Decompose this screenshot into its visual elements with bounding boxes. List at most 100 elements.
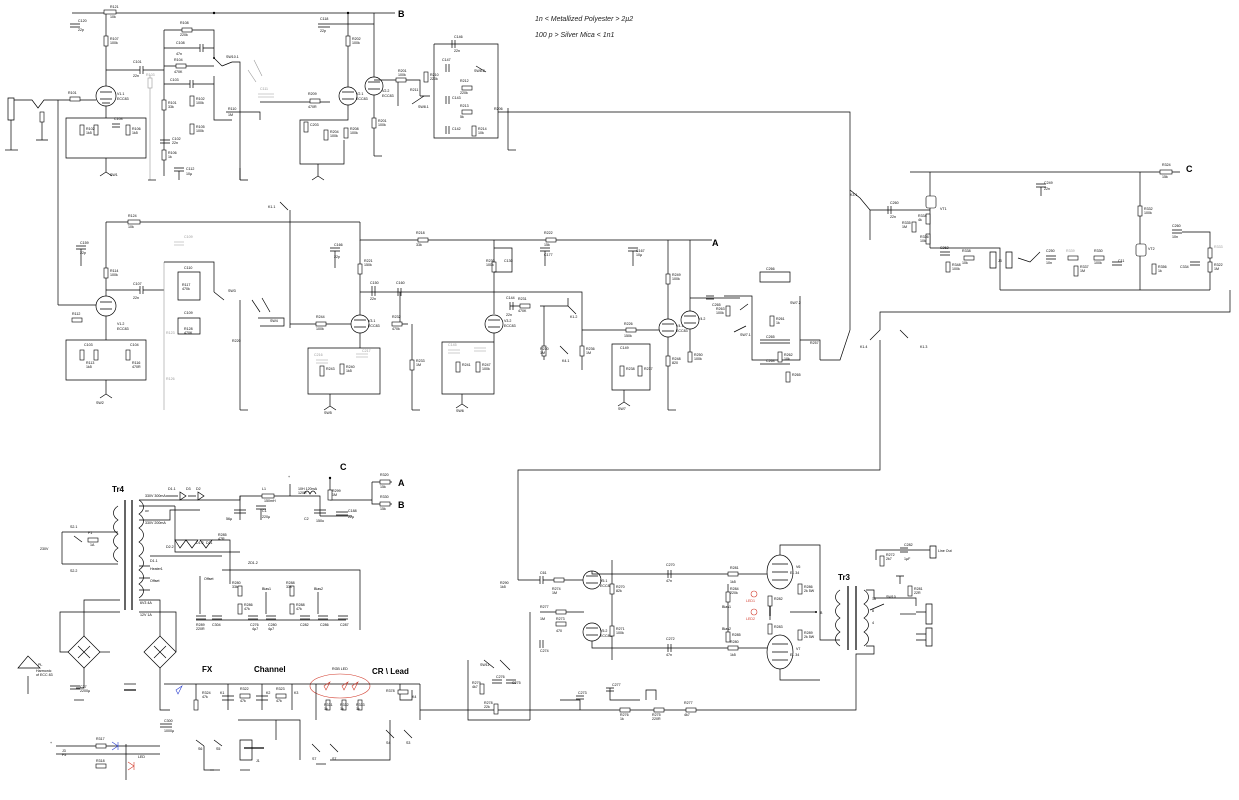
bias2-label: Bias2 bbox=[314, 587, 323, 591]
capacitor-note-polyester: 1n < Metallized Polyester > 2µ2 bbox=[535, 16, 633, 23]
svg-text:S7: S7 bbox=[332, 757, 336, 761]
svg-text:+: + bbox=[50, 741, 52, 745]
svg-text:R263: R263 bbox=[716, 307, 725, 311]
svg-text:100k: 100k bbox=[482, 367, 490, 371]
svg-text:100k: 100k bbox=[486, 263, 494, 267]
svg-text:470K: 470K bbox=[518, 309, 527, 313]
svg-text:SW3: SW3 bbox=[228, 289, 236, 293]
svg-text:C282: C282 bbox=[300, 623, 309, 627]
svg-text:1µF: 1µF bbox=[904, 557, 911, 561]
svg-text:C260: C260 bbox=[1172, 224, 1181, 228]
svg-text:4k7: 4k7 bbox=[472, 685, 478, 689]
svg-text:470R: 470R bbox=[132, 365, 141, 369]
svg-text:R124: R124 bbox=[128, 214, 137, 218]
svg-text:47n: 47n bbox=[176, 52, 182, 56]
svg-text:2200µ: 2200µ bbox=[80, 689, 90, 693]
svg-text:V2.1: V2.1 bbox=[356, 92, 363, 96]
svg-text:15k: 15k bbox=[1162, 175, 1168, 179]
svg-text:R102: R102 bbox=[196, 97, 205, 101]
svg-text:R220: R220 bbox=[232, 339, 241, 343]
svg-text:100k: 100k bbox=[378, 123, 386, 127]
svg-text:C147: C147 bbox=[442, 58, 451, 62]
svg-text:ECC83: ECC83 bbox=[382, 94, 394, 98]
svg-text:S7: S7 bbox=[312, 757, 316, 761]
svg-text:R244: R244 bbox=[316, 315, 325, 319]
svg-text:R277: R277 bbox=[684, 701, 693, 705]
svg-text:R283: R283 bbox=[774, 625, 783, 629]
svg-text:R285: R285 bbox=[218, 533, 227, 537]
node-label-b-top: B bbox=[398, 9, 405, 19]
svg-text:100k: 100k bbox=[952, 267, 960, 271]
svg-text:R280: R280 bbox=[232, 581, 241, 585]
svg-text:82k: 82k bbox=[616, 589, 622, 593]
svg-text:S2.2: S2.2 bbox=[70, 569, 77, 573]
svg-text:10k: 10k bbox=[920, 239, 926, 243]
svg-text:C334: C334 bbox=[1180, 265, 1189, 269]
svg-text:10µ: 10µ bbox=[636, 253, 642, 257]
svg-text:12V 1A: 12V 1A bbox=[140, 613, 152, 617]
svg-text:R333: R333 bbox=[1214, 245, 1223, 249]
svg-text:100k: 100k bbox=[694, 357, 702, 361]
svg-text:100k: 100k bbox=[352, 41, 360, 45]
svg-text:R276: R276 bbox=[620, 713, 629, 717]
svg-text:V6: V6 bbox=[796, 565, 800, 569]
svg-text:ov: ov bbox=[145, 509, 149, 513]
svg-text:22µ: 22µ bbox=[348, 515, 354, 519]
svg-text:100k: 100k bbox=[110, 273, 118, 277]
svg-text:22n: 22n bbox=[890, 215, 896, 219]
svg-text:S5: S5 bbox=[216, 747, 220, 751]
svg-text:R103: R103 bbox=[146, 73, 155, 77]
svg-text:R233: R233 bbox=[416, 359, 425, 363]
svg-text:J1: J1 bbox=[256, 759, 260, 763]
svg-text:K3: K3 bbox=[294, 691, 298, 695]
svg-text:100k: 100k bbox=[1094, 261, 1102, 265]
svg-text:R238: R238 bbox=[626, 367, 635, 371]
svg-text:10µ: 10µ bbox=[186, 172, 192, 176]
svg-text:470: 470 bbox=[556, 629, 562, 633]
svg-text:22n: 22n bbox=[370, 297, 376, 301]
svg-text:1M: 1M bbox=[1080, 269, 1085, 273]
svg-text:R106: R106 bbox=[132, 127, 141, 131]
svg-text:S6: S6 bbox=[198, 747, 202, 751]
svg-text:R201: R201 bbox=[378, 119, 387, 123]
svg-text:16: 16 bbox=[872, 597, 876, 601]
svg-text:ECC83: ECC83 bbox=[117, 97, 129, 101]
svg-text:R273: R273 bbox=[556, 617, 565, 621]
svg-text:C260: C260 bbox=[890, 201, 899, 205]
svg-text:D1.1: D1.1 bbox=[168, 487, 176, 491]
svg-text:R236: R236 bbox=[586, 347, 595, 351]
svg-text:220k: 220k bbox=[460, 91, 468, 95]
svg-text:C216: C216 bbox=[314, 353, 323, 357]
svg-text:K1.2: K1.2 bbox=[570, 315, 577, 319]
svg-text:R285: R285 bbox=[732, 633, 741, 637]
svg-text:ZD1.2: ZD1.2 bbox=[248, 561, 258, 565]
svg-text:C274: C274 bbox=[540, 649, 549, 653]
svg-text:R334: R334 bbox=[918, 214, 927, 218]
tr4-label: Tr4 bbox=[112, 485, 125, 494]
svg-text:1k5: 1k5 bbox=[132, 131, 138, 135]
svg-text:R324: R324 bbox=[1162, 163, 1171, 167]
svg-text:C276: C276 bbox=[250, 623, 259, 627]
svg-text:C177: C177 bbox=[544, 253, 553, 257]
svg-text:C270: C270 bbox=[666, 563, 675, 567]
svg-text:K1: K1 bbox=[220, 691, 224, 695]
svg-text:R116: R116 bbox=[132, 361, 140, 365]
svg-text:C103: C103 bbox=[170, 78, 179, 82]
svg-text:R322: R322 bbox=[1214, 263, 1223, 267]
svg-text:22p: 22p bbox=[80, 251, 86, 255]
svg-text:33k: 33k bbox=[168, 105, 174, 109]
svg-text:R247: R247 bbox=[482, 363, 491, 367]
svg-text:R117: R117 bbox=[182, 283, 190, 287]
svg-text:R110: R110 bbox=[228, 107, 236, 111]
svg-text:S3: S3 bbox=[406, 741, 410, 745]
svg-text:D2.2: D2.2 bbox=[166, 545, 174, 549]
svg-text:R271: R271 bbox=[616, 627, 625, 631]
rgb-led-highlight bbox=[309, 673, 371, 699]
svg-text:R288: R288 bbox=[286, 581, 295, 585]
svg-text:330V 200mA: 330V 200mA bbox=[145, 521, 166, 525]
svg-text:470K: 470K bbox=[174, 70, 183, 74]
svg-text:220k: 220k bbox=[180, 33, 188, 37]
svg-text:R222: R222 bbox=[544, 231, 553, 235]
svg-text:15k: 15k bbox=[380, 485, 386, 489]
svg-text:150mH: 150mH bbox=[264, 499, 276, 503]
